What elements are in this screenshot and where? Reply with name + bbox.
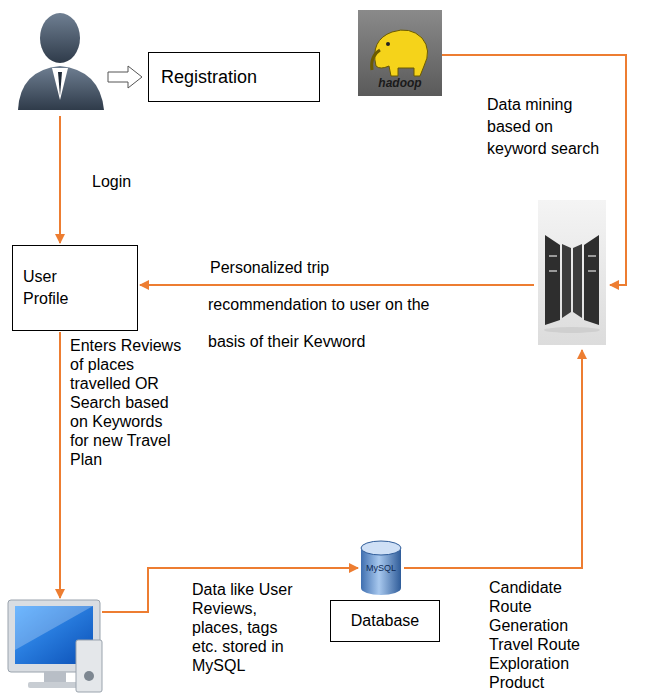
profile-to-computer-arrow (59, 332, 61, 598)
hollow-arrow (108, 66, 142, 88)
user-profile-box: User Profile (12, 245, 138, 331)
elephant-eye (386, 42, 390, 46)
candidate-route-label: Candidate Route Generation Travel Route … (489, 578, 589, 692)
login-label: Login (92, 172, 162, 191)
data-mining-label: Data mining based on keyword search (487, 94, 615, 160)
node-text: hadoop (378, 76, 421, 90)
node-text: Database (341, 610, 429, 632)
logo-ground (358, 10, 442, 96)
server-to-profile-arrow (140, 284, 534, 286)
server-illustration (538, 200, 606, 345)
mysql-cylinder: MySQL (360, 540, 402, 596)
label-patch: Personalized trip recommendation to user… (208, 258, 429, 351)
elephant-body (375, 30, 428, 76)
data-stored-label: Data like User Reviews, places, tags etc… (192, 580, 300, 675)
node-text: User Profile (23, 266, 83, 309)
cylinder-top (361, 541, 401, 555)
enters-reviews-label: Enters Reviews of places travelled OR Se… (70, 336, 184, 469)
recommendation-label: Personalized trip recommendation to user… (208, 249, 436, 360)
mysql-to-server-arrow (404, 350, 582, 568)
registration-box: Registration (148, 52, 320, 102)
database-box: Database (330, 600, 440, 642)
node-text: MySQL (366, 563, 396, 573)
computer-icon (8, 600, 102, 692)
login-arrow (59, 116, 61, 243)
hadoop-logo: hadoop (358, 10, 442, 96)
node-text: Registration (161, 65, 307, 89)
elephant-trunk (372, 50, 380, 70)
user-icon (18, 13, 104, 110)
